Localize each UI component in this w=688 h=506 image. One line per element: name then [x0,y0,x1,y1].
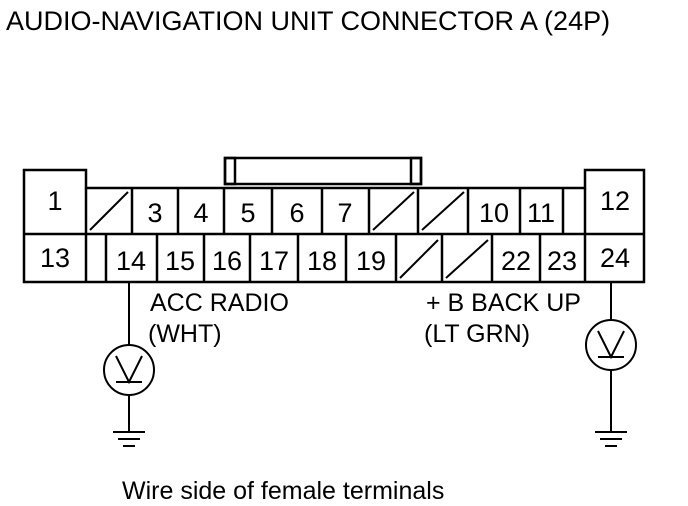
ground-icon [113,431,145,447]
diagram-title: AUDIO-NAVIGATION UNIT CONNECTOR A (24P) [6,6,610,36]
pin-10: 10 [479,198,509,228]
pin-4: 4 [193,198,208,228]
lock-tab [223,156,423,186]
empty-slot-21 [445,239,489,279]
pin-15: 15 [165,246,195,276]
pin-1: 1 [47,186,62,216]
pin-19: 19 [356,246,386,276]
pin-18: 18 [307,246,337,276]
pin-7: 7 [337,198,352,228]
pin-12: 12 [600,186,630,216]
empty-slot-2 [89,191,129,231]
pin-13: 13 [40,243,70,273]
bottom-row [84,234,587,282]
pin-14: 14 [116,246,146,276]
probe-b-backup: + B BACK UP (LT GRN) [424,282,637,447]
empty-slot-20 [399,239,439,279]
empty-slot-8 [372,191,415,231]
acc-radio-label: ACC RADIO [150,289,289,317]
pin-labels-bottom: 13 14 15 16 17 18 19 22 23 24 [40,243,630,276]
voltmeter-icon [103,344,155,396]
b-backup-label: + B BACK UP [426,289,581,317]
pin-5: 5 [240,198,255,228]
probe-acc-radio: ACC RADIO (WHT) [103,282,289,447]
pin-3: 3 [147,198,162,228]
top-row [84,188,587,234]
b-backup-wire-color: (LT GRN) [424,320,530,348]
pin-22: 22 [501,246,531,276]
pin-6: 6 [289,198,304,228]
acc-radio-wire-color: (WHT) [148,320,222,348]
pin-16: 16 [212,246,242,276]
ground-icon [595,431,627,447]
voltmeter-icon [585,319,637,371]
pin-24: 24 [600,243,630,273]
pin-17: 17 [259,246,289,276]
empty-slot-9 [421,191,465,231]
pin-labels-top: 1 3 4 5 6 7 10 11 12 [47,186,630,228]
pin-11: 11 [527,198,555,228]
view-caption: Wire side of female terminals [122,477,444,505]
pin-23: 23 [547,246,577,276]
